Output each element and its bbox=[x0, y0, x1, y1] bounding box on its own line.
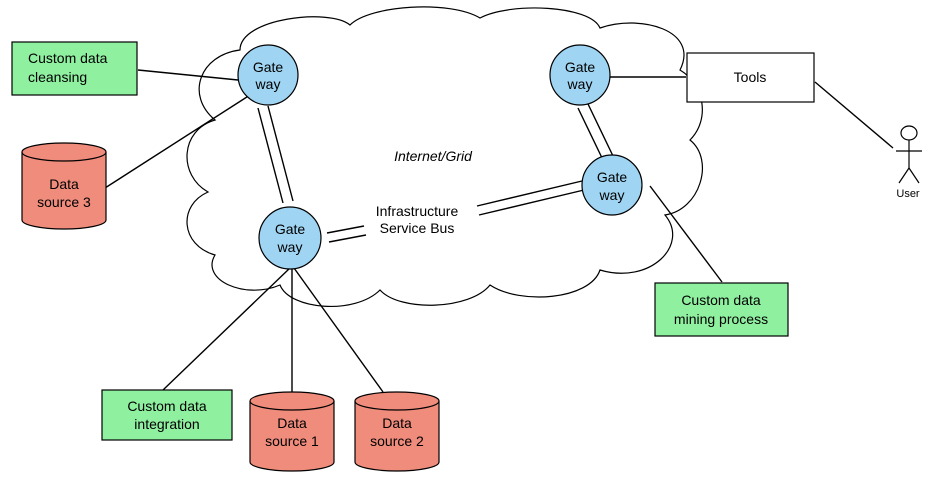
svg-text:Data: Data bbox=[382, 415, 412, 431]
svg-text:cleansing: cleansing bbox=[28, 69, 87, 85]
line-gateway-datasource2 bbox=[293, 267, 384, 393]
line-cleansing-gateway bbox=[137, 69, 239, 81]
data-source-1: Data source 1 bbox=[249, 391, 335, 472]
bus-label-line1: Infrastructure bbox=[376, 203, 459, 219]
svg-text:Gate: Gate bbox=[275, 221, 306, 237]
tools-box: Tools bbox=[686, 52, 815, 103]
data-source-2: Data source 2 bbox=[354, 391, 440, 472]
svg-text:way: way bbox=[277, 239, 303, 255]
svg-text:Data: Data bbox=[49, 176, 79, 192]
user-figure bbox=[896, 125, 922, 184]
svg-text:Custom data: Custom data bbox=[681, 292, 761, 308]
svg-text:Gate: Gate bbox=[597, 169, 628, 185]
gateway-bottom-left: Gate way bbox=[258, 206, 322, 270]
svg-text:way: way bbox=[255, 76, 281, 92]
svg-text:Custom data: Custom data bbox=[28, 50, 108, 66]
process-box-custom-data-integration: Custom data integration bbox=[101, 389, 233, 441]
svg-text:source 1: source 1 bbox=[265, 433, 319, 449]
gateway-mid-right: Gate way bbox=[581, 154, 643, 216]
svg-text:Tools: Tools bbox=[734, 69, 767, 85]
connectors bbox=[104, 69, 894, 393]
internet-grid-label: Internet/Grid bbox=[394, 148, 473, 164]
svg-text:Gate: Gate bbox=[253, 59, 284, 75]
svg-text:Gate: Gate bbox=[565, 59, 596, 75]
svg-text:mining process: mining process bbox=[674, 311, 768, 327]
svg-text:Custom data: Custom data bbox=[127, 398, 207, 414]
gateway-top-right: Gate way bbox=[549, 44, 611, 106]
line-datasource3-gateway bbox=[104, 94, 251, 189]
line-tools-user bbox=[814, 81, 894, 149]
svg-text:way: way bbox=[567, 76, 593, 92]
svg-text:way: way bbox=[599, 187, 625, 203]
gateway-top-left: Gate way bbox=[237, 44, 299, 106]
svg-text:Data: Data bbox=[277, 415, 307, 431]
process-box-custom-data-cleansing: Custom data cleansing bbox=[11, 41, 138, 96]
bus-label-line2: Service Bus bbox=[380, 220, 455, 236]
line-gateway-mining bbox=[649, 185, 723, 283]
user-label: User bbox=[896, 188, 920, 200]
svg-text:integration: integration bbox=[134, 416, 199, 432]
line-gateway-integration bbox=[162, 267, 291, 391]
svg-text:source 2: source 2 bbox=[370, 433, 424, 449]
data-source-3: Data source 3 bbox=[21, 142, 107, 230]
svg-text:source 3: source 3 bbox=[37, 194, 91, 210]
process-box-custom-data-mining-process: Custom data mining process bbox=[654, 282, 789, 337]
